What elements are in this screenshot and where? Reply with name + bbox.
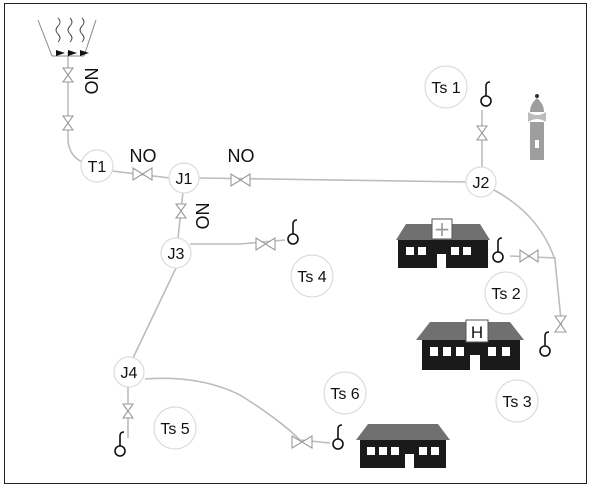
node-label-ts2: Ts 2 [491, 286, 520, 303]
hospital-building-icon: + [396, 217, 490, 268]
valve-hospital [519, 248, 539, 264]
tap-ts1 [480, 81, 492, 107]
hotel-sign: H [471, 323, 483, 342]
tap-ts6 [332, 424, 344, 450]
node-label-ts3: Ts 3 [502, 394, 531, 411]
valve-j1-j2 [230, 173, 251, 187]
node-label-t1: T1 [88, 159, 107, 176]
pipe-j4-tap6 [144, 377, 331, 444]
hotel-sign-box [465, 319, 489, 343]
tower-icon [528, 94, 546, 160]
node-label-ts5: Ts 5 [160, 421, 189, 438]
hospital-sign: + [434, 217, 451, 241]
hospital-sign-box [431, 218, 453, 240]
valve-label-j1-j2: NO [228, 146, 255, 166]
node-label-j1: J1 [176, 171, 193, 188]
node-j3: J3 [160, 237, 192, 269]
tap-ts4 [287, 219, 299, 245]
tap-icon [114, 81, 551, 457]
tap-ts5 [114, 431, 126, 457]
node-ts1: Ts 1 [424, 65, 468, 109]
valve-j4-tap6 [291, 435, 313, 449]
node-t1: T1 [80, 149, 114, 183]
node-label-ts6: Ts 6 [330, 386, 359, 403]
pipe-network [67, 52, 563, 444]
node-label-j4: J4 [121, 365, 138, 382]
house-building-icon [356, 424, 450, 468]
valve-ts1-j2 [475, 125, 489, 141]
pipe-source-t1 [67, 52, 83, 163]
node-ts5: Ts 5 [153, 406, 197, 450]
tap-ts2 [492, 237, 504, 263]
node-j2: J2 [465, 166, 497, 198]
valve-j1-j3 [174, 203, 188, 219]
valve-j4-tap5 [121, 403, 135, 419]
valve-label-j1-j3: NO [192, 203, 212, 230]
node-ts4: Ts 4 [290, 254, 334, 298]
valve-label-t1-j1: NO [130, 146, 157, 166]
pipe-j3-j4 [131, 267, 177, 361]
tap-ts3 [539, 331, 551, 357]
node-label-ts1: Ts 1 [431, 80, 460, 97]
water-source-icon [37, 17, 97, 57]
node-j1: J1 [168, 162, 200, 194]
node-label-ts4: Ts 4 [297, 269, 326, 286]
valve-icon [61, 67, 568, 449]
node-ts6: Ts 6 [323, 371, 367, 415]
node-label-j2: J2 [473, 175, 490, 192]
valve-source-upper [61, 67, 75, 83]
valve-t1-j1 [132, 167, 153, 181]
valve-source-lower [61, 115, 75, 131]
diagram-frame [4, 3, 587, 484]
node-ts2: Ts 2 [484, 271, 528, 315]
node-j4: J4 [113, 356, 145, 388]
valve-label-source: NO [81, 68, 101, 95]
node-label-j3: J3 [168, 246, 185, 263]
node-ts3: Ts 3 [495, 379, 539, 423]
valve-j3-tap4 [255, 237, 276, 251]
valve-j2-ts3 [553, 315, 568, 333]
hotel-building-icon: H [416, 319, 524, 370]
